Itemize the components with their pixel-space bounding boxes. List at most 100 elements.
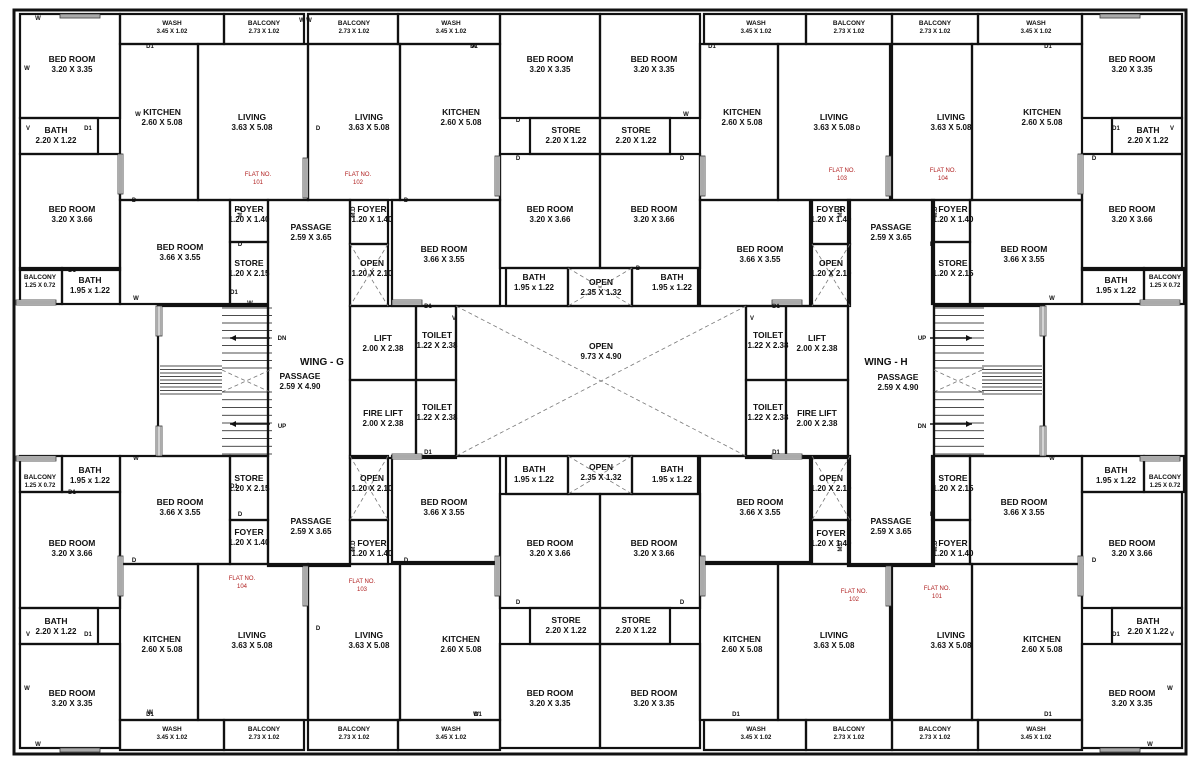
room-wall <box>976 718 1084 752</box>
main-door-mark: M.D <box>351 206 357 218</box>
room-name: STORE <box>621 125 650 135</box>
room-dimension: 1.22 X 2.38 <box>748 413 789 422</box>
room-name: KITCHEN <box>442 634 480 644</box>
room-name: OPEN <box>360 473 384 483</box>
flat-number: FLAT NO.103 <box>349 579 376 593</box>
room-dimension: 3.45 X 1.02 <box>436 29 467 35</box>
door1-mark: D1 <box>146 712 154 718</box>
window-mark: W <box>1049 456 1055 462</box>
room-name: BALCONY <box>24 474 57 481</box>
room-wall <box>18 606 100 646</box>
room-name: OPEN <box>360 258 384 268</box>
door1-mark: D1 <box>68 268 76 274</box>
room-name: BED ROOM <box>1001 497 1048 507</box>
door1-mark: D1 <box>68 490 76 496</box>
room-dimension: 2.20 X 1.22 <box>1128 627 1169 636</box>
room-name: BED ROOM <box>527 54 574 64</box>
room-dimension: 1.20 X 2.10 <box>352 269 393 278</box>
door-mark: D <box>1092 156 1097 162</box>
room-dimension: 3.20 X 3.35 <box>52 65 93 74</box>
room-name: STORE <box>621 615 650 625</box>
room-dimension: 3.45 X 1.02 <box>741 29 772 35</box>
room-dimension: 2.20 X 1.22 <box>616 136 657 145</box>
room-dimension: 2.73 X 1.02 <box>339 29 370 35</box>
door1-mark: D1 <box>146 44 154 50</box>
room-dimension: 3.63 X 5.08 <box>814 123 855 132</box>
room-name: WASH <box>746 20 766 27</box>
room-dimension: 3.63 X 5.08 <box>232 123 273 132</box>
room-name: BED ROOM <box>1109 538 1156 548</box>
room-name: TOILET <box>753 402 784 412</box>
room-name: OPEN <box>819 258 843 268</box>
room-dimension: 3.66 X 3.55 <box>160 253 201 262</box>
room-dimension: 3.66 X 3.55 <box>740 508 781 517</box>
room-dimension: 3.20 X 3.66 <box>52 549 93 558</box>
door-mark: D <box>516 118 521 124</box>
room-name: BATH <box>661 464 684 474</box>
door-mark: D <box>238 242 243 248</box>
room-name: BALCONY <box>24 274 57 281</box>
room-dimension: 3.45 X 1.02 <box>436 735 467 741</box>
room-name: PASSAGE <box>291 222 332 232</box>
room-name: BED ROOM <box>631 688 678 698</box>
door-mark: D <box>930 242 935 248</box>
wing-label: WING - H <box>864 357 907 368</box>
room-name: KITCHEN <box>723 107 761 117</box>
room-dimension: 3.45 X 1.02 <box>1021 29 1052 35</box>
room-name: BED ROOM <box>49 204 96 214</box>
door-mark: D <box>636 266 641 272</box>
window-mark: W <box>247 301 253 307</box>
room-name: BED ROOM <box>421 497 468 507</box>
room-name: WASH <box>441 20 461 27</box>
flat-number: FLAT NO.104 <box>930 168 957 182</box>
room-name: STORE <box>938 258 967 268</box>
flat-number: FLAT NO.103 <box>829 168 856 182</box>
room-name: LIVING <box>820 630 849 640</box>
room-dimension: 1.20 X 1.40 <box>352 549 393 558</box>
ventilator-mark: V <box>26 632 30 638</box>
room-name: WASH <box>162 20 182 27</box>
room-name: BED ROOM <box>527 538 574 548</box>
room-name: BED ROOM <box>1109 204 1156 214</box>
window-mark: W <box>683 112 689 118</box>
main-door-mark: M.D <box>351 540 357 552</box>
door-mark: D <box>1092 558 1097 564</box>
window-mark: W <box>1147 742 1153 748</box>
main-door-mark: M.D <box>933 540 939 552</box>
room-dimension: 3.20 X 3.66 <box>530 549 571 558</box>
room-dimension: 1.25 X 0.72 <box>1150 483 1181 489</box>
door1-mark: D1 <box>772 304 780 310</box>
room-name: WASH <box>1026 20 1046 27</box>
room-dimension: 2.60 X 5.08 <box>1022 645 1063 654</box>
room-name: WASH <box>746 726 766 733</box>
main-door-mark: M.D <box>238 206 244 218</box>
down-mark: DN <box>278 336 287 342</box>
room-name: OPEN <box>589 462 613 472</box>
room-dimension: 1.20 X 2.10 <box>811 269 852 278</box>
door-mark: D <box>516 156 521 162</box>
room-name: BALCONY <box>833 726 866 733</box>
room-dimension: 2.20 X 1.22 <box>36 136 77 145</box>
room-dimension: 2.60 X 5.08 <box>722 645 763 654</box>
door-mark: D <box>316 626 321 632</box>
room-dimension: 1.20 X 2.15 <box>933 269 974 278</box>
walls <box>12 8 1188 756</box>
room-wall <box>222 718 306 752</box>
room-dimension: 3.45 X 1.02 <box>741 735 772 741</box>
room-dimension: 3.66 X 3.55 <box>424 508 465 517</box>
room-name: WASH <box>1026 726 1046 733</box>
door1-mark: D1 <box>1044 712 1052 718</box>
room-name: KITCHEN <box>1023 634 1061 644</box>
window-mark: W <box>24 66 30 72</box>
room-dimension: 2.60 X 5.08 <box>441 118 482 127</box>
room-dimension: 1.20 X 1.40 <box>811 539 852 548</box>
room-wall <box>930 240 972 306</box>
room-dimension: 2.59 X 3.65 <box>871 527 912 536</box>
room-dimension: 3.63 X 5.08 <box>349 641 390 650</box>
door1-mark: D1 <box>1112 632 1120 638</box>
room-dimension: 1.25 X 0.72 <box>1150 283 1181 289</box>
room-name: BATH <box>523 464 546 474</box>
room-name: BALCONY <box>1149 274 1182 281</box>
room-name: LIFT <box>374 333 393 343</box>
